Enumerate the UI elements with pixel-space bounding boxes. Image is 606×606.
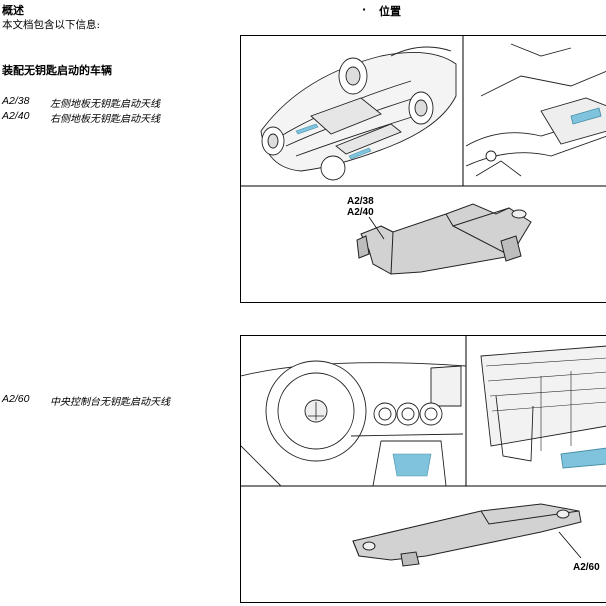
figure-floor-antennas-drawing: A2/38 A2/40 bbox=[241, 36, 606, 275]
figure1-label-line1: A2/38 bbox=[347, 196, 374, 207]
part-code-a2-38: A2/38 bbox=[2, 95, 30, 107]
console-antenna-part-drawing bbox=[352, 503, 582, 567]
floor-detail-illustration bbox=[465, 43, 606, 177]
location-bullet: · bbox=[362, 3, 367, 16]
part-label-a2-38-a2-40: A2/38 A2/40 bbox=[347, 196, 374, 218]
antenna-highlight-console bbox=[392, 453, 432, 477]
figure1-label-line2: A2/40 bbox=[347, 207, 374, 218]
car-underside-illustration bbox=[260, 46, 457, 181]
part-code-a2-40: A2/40 bbox=[2, 110, 30, 122]
part-desc-a2-60: 中央控制台无钥匙启动天线 bbox=[50, 397, 170, 408]
part-desc-a2-38: 左侧地板无钥匙启动天线 bbox=[50, 99, 160, 110]
console-detail-illustration bbox=[480, 345, 606, 469]
figure-console-antenna: A2/60 bbox=[240, 335, 606, 603]
figure-console-antenna-drawing: A2/60 bbox=[241, 336, 606, 573]
overview-intro: 本文档包含以下信息: bbox=[2, 19, 101, 31]
part-code-a2-60: A2/60 bbox=[2, 393, 30, 405]
section-title: 装配无钥匙启动的车辆 bbox=[2, 64, 112, 77]
figure-floor-antennas: A2/38 A2/40 bbox=[240, 35, 606, 303]
figure2-label: A2/60 bbox=[573, 562, 600, 573]
part-desc-a2-40: 右侧地板无钥匙启动天线 bbox=[50, 114, 160, 125]
dashboard-illustration bbox=[241, 360, 467, 487]
overview-title: 概述 bbox=[2, 4, 24, 17]
antenna-highlight-floor bbox=[295, 123, 372, 160]
location-title: 位置 bbox=[379, 5, 401, 18]
floor-antenna-part-drawing bbox=[356, 203, 532, 275]
